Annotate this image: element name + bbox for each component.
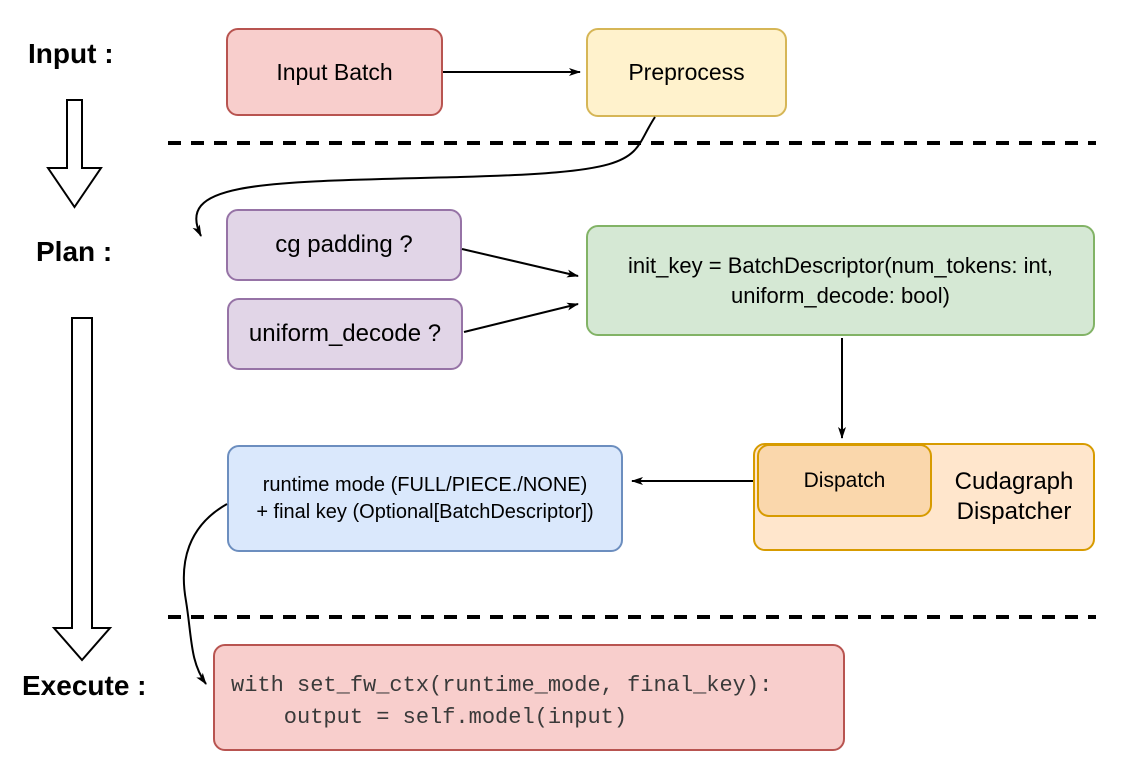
execute-code-node: with set_fw_ctx(runtime_mode, final_key)…	[213, 644, 845, 751]
execute-code-line2: output = self.model(input)	[231, 705, 628, 730]
runtime-mode-line2: + final key (Optional[BatchDescriptor])	[256, 500, 594, 523]
runtime-mode-line1: runtime mode (FULL/PIECE./NONE)	[262, 473, 588, 496]
arrow-cg-padding-to-init-key	[461, 248, 579, 278]
input-batch-node: Input Batch	[226, 28, 443, 116]
cudagraph-dispatcher-label: Cudagraph Dispatcher	[933, 467, 1095, 527]
execute-section-label: Execute :	[22, 670, 147, 701]
runtime-mode-node: runtime mode (FULL/PIECE./NONE) + final …	[227, 445, 623, 552]
uniform-decode-label: uniform_decode ?	[248, 320, 442, 347]
input-section-label: Input :	[28, 38, 114, 69]
init-key-node: init_key = BatchDescriptor(num_tokens: i…	[586, 225, 1095, 336]
cudagraph-label-line1: Cudagraph	[954, 468, 1074, 495]
arrow-uniform-decode-to-init-key	[463, 302, 579, 333]
preprocess-label: Preprocess	[628, 59, 745, 85]
plan-section-label: Plan :	[36, 236, 113, 267]
dispatch-label: Dispatch	[803, 468, 886, 492]
input-batch-label: Input Batch	[276, 58, 393, 85]
uniform-decode-node: uniform_decode ?	[227, 298, 463, 370]
init-key-line1: init_key = BatchDescriptor(num_tokens: i…	[628, 252, 1053, 278]
execute-code-line1: with set_fw_ctx(runtime_mode, final_key)…	[231, 673, 773, 698]
hollow-down-arrow-plan-icon	[51, 317, 113, 662]
dispatch-node: Dispatch	[757, 444, 932, 517]
hollow-down-arrow-input-icon	[46, 99, 103, 209]
cg-padding-node: cg padding ?	[226, 209, 462, 281]
init-key-line2: uniform_decode: bool)	[731, 282, 950, 308]
preprocess-node: Preprocess	[586, 28, 787, 117]
cudagraph-label-line2: Dispatcher	[956, 498, 1072, 525]
cg-padding-label: cg padding ?	[275, 231, 413, 258]
